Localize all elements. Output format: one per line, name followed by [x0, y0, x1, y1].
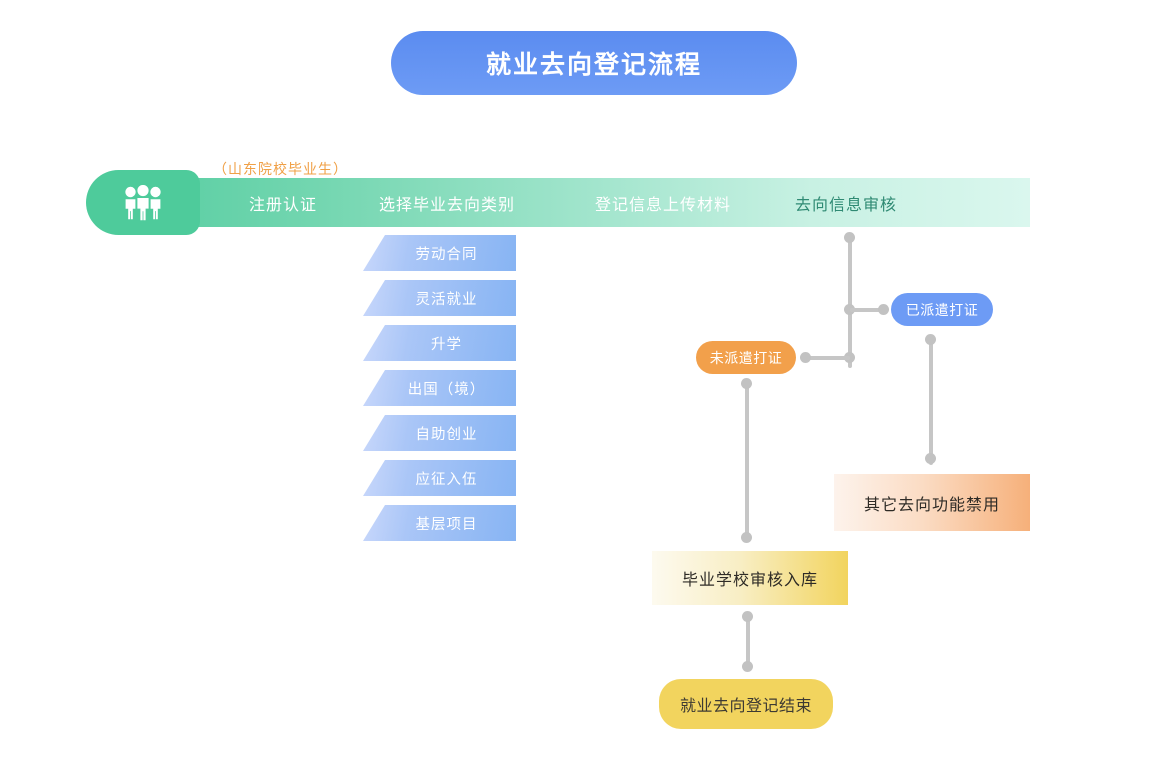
connector-to-unassigned [806, 356, 850, 360]
page-title: 就业去向登记流程 [485, 51, 702, 79]
connector-dot [742, 661, 753, 672]
process-step-select-category: 选择毕业去向类别 [379, 196, 516, 214]
node-school-review-archive: 毕业学校审核入库 [652, 551, 848, 605]
people-group-badge [86, 170, 200, 235]
category-item-self-employment[interactable]: 自助创业 [363, 415, 516, 451]
category-item-military-service[interactable]: 应征入伍 [363, 460, 516, 496]
connector-dot [741, 378, 752, 389]
process-steps: 注册认证 选择毕业去向类别 登记信息上传材料 去向信息审核 [200, 178, 1030, 227]
connector-school-to-end [746, 615, 750, 667]
connector-to-assigned [850, 308, 886, 312]
audience-label: （山东院校毕业生） [213, 161, 348, 177]
connector-unassigned-to-school [745, 382, 749, 540]
connector-assigned-to-disabled [929, 340, 933, 465]
connector-dot [741, 532, 752, 543]
connector-dot [925, 334, 936, 345]
process-step-review: 去向信息审核 [795, 196, 898, 214]
connector-dot [878, 304, 889, 315]
category-item-going-abroad[interactable]: 出国（境） [363, 370, 516, 406]
category-item-labor-contract[interactable]: 劳动合同 [363, 235, 516, 271]
connector-dot [844, 232, 855, 243]
connector-dot [742, 611, 753, 622]
node-unassigned-dispatch[interactable]: 未派遣打证 [696, 341, 796, 374]
connector-dot [800, 352, 811, 363]
category-item-grassroots-project[interactable]: 基层项目 [363, 505, 516, 541]
people-group-icon [125, 184, 161, 220]
category-item-further-study[interactable]: 升学 [363, 325, 516, 361]
node-registration-end: 就业去向登记结束 [659, 679, 833, 729]
connector-review-to-dispatch [848, 238, 852, 368]
connector-dot [925, 453, 936, 464]
page-title-pill: 就业去向登记流程 [391, 31, 797, 95]
connector-dot [844, 304, 855, 315]
category-item-flexible-employment[interactable]: 灵活就业 [363, 280, 516, 316]
process-step-register: 注册认证 [249, 196, 318, 214]
process-header-bar [160, 178, 1030, 227]
node-other-destinations-disabled: 其它去向功能禁用 [834, 474, 1030, 531]
node-assigned-dispatch[interactable]: 已派遣打证 [891, 293, 993, 326]
process-step-upload-materials: 登记信息上传材料 [595, 196, 732, 214]
